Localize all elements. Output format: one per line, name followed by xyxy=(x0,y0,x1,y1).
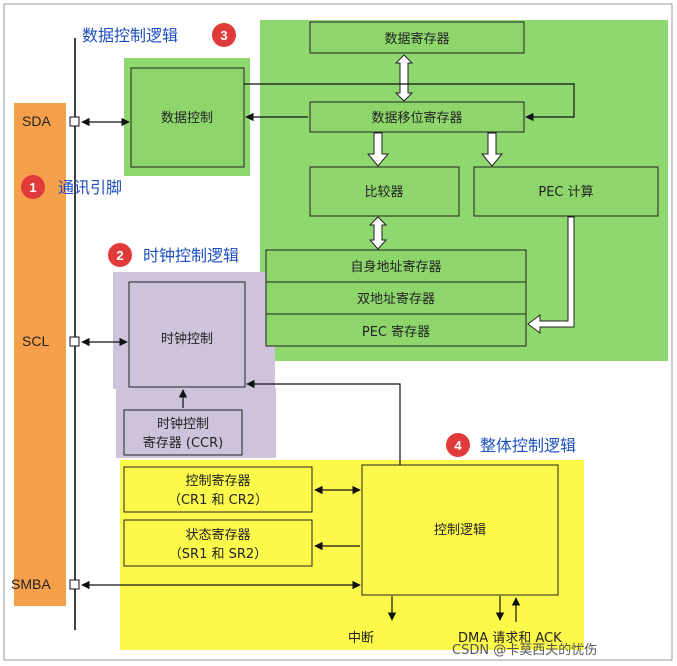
ccr-box xyxy=(123,409,243,456)
control-logic-to-clock-control-link xyxy=(246,379,401,465)
shift-reg-to-pec-arrow xyxy=(480,132,504,167)
dual-address-register-box xyxy=(265,281,527,315)
data-control-label: 数据控制 xyxy=(161,111,213,126)
comparator-box xyxy=(309,166,460,217)
control-logic-box xyxy=(361,464,559,596)
data-shift-register-box xyxy=(309,101,525,133)
badge-1-label: 1 xyxy=(29,180,36,195)
clock-control-box xyxy=(128,281,246,388)
data-register-label: 数据寄存器 xyxy=(384,31,449,47)
badge-4 xyxy=(446,433,470,457)
control-register-box xyxy=(123,466,313,513)
smba-label: SMBA xyxy=(11,576,51,592)
pec-calc-label: PEC 计算 xyxy=(538,185,593,200)
status-register-label-line2: （SR1 和 SR2） xyxy=(169,547,267,562)
ccr-label-line1: 时钟控制 xyxy=(157,416,209,432)
data-shift-register-label: 数据移位寄存器 xyxy=(371,110,462,126)
control-register-label-line1: 控制寄存器 xyxy=(185,473,250,489)
dual-address-register-label: 双地址寄存器 xyxy=(357,291,435,307)
own-address-register-box xyxy=(265,249,527,283)
own-address-register-label: 自身地址寄存器 xyxy=(350,259,441,275)
data-control-box xyxy=(130,67,245,168)
pec-calc-box xyxy=(473,166,659,217)
control-logic-label: 控制逻辑 xyxy=(434,523,486,538)
sda-pin-square xyxy=(69,116,80,127)
status-register-label-line1: 状态寄存器 xyxy=(185,527,250,543)
status-register-box xyxy=(123,519,313,567)
comm-pins-title: 通讯引脚 xyxy=(58,178,122,197)
interrupt-label: 中断 xyxy=(348,631,374,646)
clock-control-label: 时钟控制 xyxy=(161,331,213,347)
badge-3-label: 3 xyxy=(220,28,227,43)
scl-pin-square xyxy=(69,336,80,347)
watermark: CSDN @卡莫西夫的忧伤 xyxy=(452,642,597,658)
overall-control-logic-title: 整体控制逻辑 xyxy=(480,436,576,455)
data-register-box xyxy=(309,21,525,54)
control-register-label-line2: （CR1 和 CR2） xyxy=(168,493,268,508)
badge-3 xyxy=(212,23,236,47)
badge-2 xyxy=(108,243,132,267)
comparator-address-double-arrow xyxy=(368,216,388,250)
pec-register-label: PEC 寄存器 xyxy=(362,324,430,340)
comparator-label: 比较器 xyxy=(364,185,403,200)
dma-ack-label: DMA 请求和 ACK xyxy=(458,631,562,646)
data-reg-shift-reg-double-arrow xyxy=(394,54,414,102)
outer-frame xyxy=(3,3,673,661)
badge-4-label: 4 xyxy=(454,438,462,453)
badge-1 xyxy=(21,175,45,199)
scl-label: SCL xyxy=(22,333,49,349)
ccr-label-line2: 寄存器 (CCR) xyxy=(143,435,223,451)
data-control-logic-title: 数据控制逻辑 xyxy=(82,26,178,45)
badge-2-label: 2 xyxy=(116,248,123,263)
pec-register-box xyxy=(265,313,527,347)
sda-label: SDA xyxy=(22,113,51,129)
smba-pin-square xyxy=(69,579,80,590)
shift-reg-to-comparator-arrow xyxy=(366,132,390,167)
clock-control-logic-title: 时钟控制逻辑 xyxy=(143,246,239,265)
pec-calc-to-pec-register-arrow xyxy=(527,216,575,334)
data-control-to-shift-reg-link xyxy=(244,83,575,122)
